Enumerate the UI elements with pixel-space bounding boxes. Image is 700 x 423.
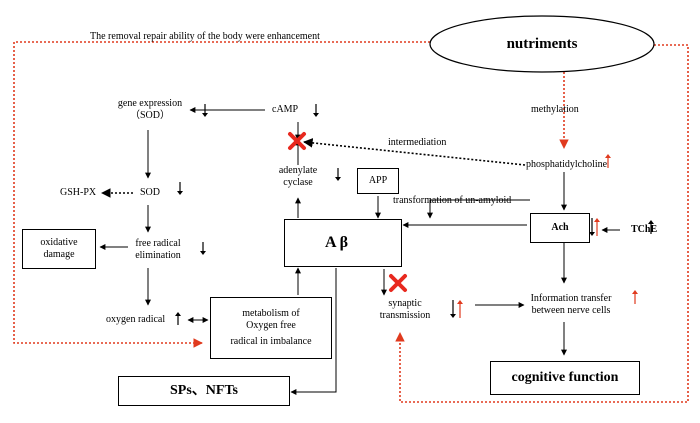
down-arrow-icon	[589, 218, 595, 236]
synaptic-line-2: transmission	[379, 310, 431, 321]
gsh-px-label: GSH-PX	[60, 187, 97, 198]
down-arrow-icon	[335, 168, 341, 181]
up-arrow-icon	[457, 300, 463, 318]
sps-nfts-label: SPs、NFTs	[170, 383, 238, 398]
info-line-1: Information transfer	[530, 293, 612, 304]
metabolism-line-3: radical in imbalance	[230, 336, 312, 347]
down-arrow-icon	[200, 242, 206, 255]
down-arrow-icon	[450, 300, 456, 318]
cognitive-function-box: cognitive function	[490, 361, 640, 395]
app-box: APP	[357, 168, 399, 194]
oxidative-damage-box: oxidative damage	[22, 229, 96, 269]
tche-label: TChE	[631, 224, 658, 235]
up-arrow-icon	[605, 154, 611, 168]
caption: The removal repair ability of the body w…	[90, 31, 320, 42]
free-radical-line-1: free radical	[135, 238, 181, 249]
adenylate-line-2: cyclase	[283, 177, 313, 188]
block-x-icon	[389, 274, 407, 292]
sod-label: SOD	[140, 187, 161, 198]
adenylate-line-1: adenylate	[278, 165, 318, 176]
solid-arrows	[99, 107, 620, 395]
sps-nfts-box: SPs、NFTs	[118, 376, 290, 406]
free-radical-label: free radical elimination	[118, 238, 198, 262]
gene-expression-label: gene expression （SOD）	[100, 98, 200, 122]
loop-right	[395, 44, 689, 403]
metabolism-box: metabolism of Oxygen free radical in imb…	[210, 297, 332, 359]
methylation-label: methylation	[531, 104, 579, 115]
down-arrow-icon	[202, 104, 208, 117]
synaptic-label: synaptic transmission	[365, 298, 445, 322]
app-label: APP	[368, 175, 388, 186]
metabolism-line-1: metabolism of	[242, 308, 300, 319]
oxygen-radical-label: oxygen radical	[106, 314, 166, 325]
down-arrow-icon	[177, 182, 183, 195]
transformation-label: transformation of un-amyloid	[393, 195, 512, 206]
nutriments-ellipse	[429, 15, 655, 73]
ach-box: Ach	[530, 213, 590, 243]
intermediation-label: intermediation	[388, 137, 447, 148]
oxidative-damage-line-1: oxidative	[40, 237, 78, 248]
gene-expression-line-2: （SOD）	[129, 110, 170, 121]
oxidative-damage-line-2: damage	[43, 249, 75, 260]
info-line-2: between nerve cells	[531, 305, 611, 316]
ach-label: Ach	[551, 222, 569, 233]
info-transfer-label: Information transfer between nerve cells	[524, 293, 618, 317]
gene-expression-line-1: gene expression	[117, 98, 183, 109]
dotted-arrows	[101, 138, 526, 198]
adenylate-cyclase-label: adenylate cyclase	[268, 165, 328, 189]
cognitive-function-label: cognitive function	[511, 370, 619, 385]
free-radical-line-2: elimination	[135, 250, 181, 261]
metabolism-line-2: Oxygen free	[246, 320, 296, 331]
up-arrow-icon	[648, 220, 654, 234]
synaptic-line-1: synaptic	[388, 298, 422, 309]
phosphatidylcholine-label: phosphatidylcholine	[526, 159, 608, 170]
nutriments-label: nutriments	[506, 36, 578, 52]
up-arrow-icon	[632, 290, 638, 304]
up-arrow-icon	[175, 312, 181, 325]
up-arrow-icon	[594, 218, 600, 236]
loop-top-left	[13, 41, 430, 348]
down-arrow-icon	[313, 104, 319, 117]
abeta-box: A β	[284, 219, 402, 267]
intermediation-arrow	[303, 138, 526, 166]
abeta-label: A β	[325, 234, 349, 251]
block-x-icon	[288, 132, 306, 150]
camp-label: cAMP	[272, 104, 299, 115]
feedback-loops	[13, 41, 689, 403]
